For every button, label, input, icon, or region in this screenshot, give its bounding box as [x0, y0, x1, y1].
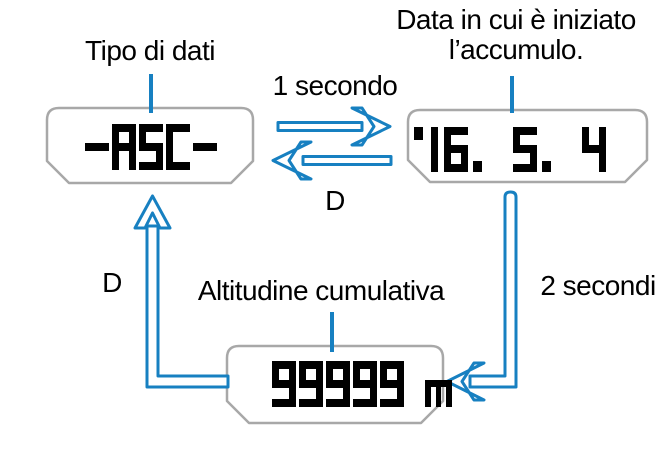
lcd-glyph	[272, 361, 296, 407]
label-start-date: Data in cui è iniziato l’accumulo.	[378, 5, 654, 65]
lcd-glyph	[582, 127, 606, 172]
arrow-left-icon	[271, 140, 313, 181]
arrow-right-icon	[350, 106, 392, 147]
lcd-text-data-type	[85, 124, 220, 170]
lcd-glyph	[427, 127, 440, 172]
label-button-d-left: D	[102, 267, 122, 298]
lcd-text-start-date	[414, 127, 610, 172]
lcd-glyph	[513, 127, 537, 172]
arrow-up-icon	[133, 194, 172, 230]
lcd-glyph	[541, 127, 552, 172]
lcd-glyph	[556, 127, 578, 172]
lcd-glyph	[380, 361, 404, 407]
lcd-glyph	[139, 124, 163, 170]
label-button-d-top: D	[325, 185, 345, 216]
lcd-glyph	[472, 127, 483, 172]
lcd-glyph	[299, 361, 323, 407]
lcd-glyph	[487, 127, 509, 172]
lcd-glyph	[85, 124, 109, 170]
lcd-glyph	[112, 124, 136, 170]
arrow-left-shaft	[301, 155, 393, 166]
lcd-glyph	[326, 361, 350, 407]
lcd-glyph	[407, 361, 422, 407]
arrow-right-shaft	[276, 121, 364, 132]
label-data-type: Tipo di dati	[85, 35, 215, 66]
lcd-glyph	[193, 124, 217, 170]
lcd-glyph	[414, 127, 423, 172]
lcd-glyph	[353, 361, 377, 407]
label-start-date-line1: Data in cui è iniziato	[396, 4, 636, 35]
label-two-seconds: 2 secondi	[540, 270, 656, 301]
lcd-glyph	[444, 127, 468, 172]
label-cumulative-altitude: Altitudine cumulativa	[197, 275, 445, 306]
lcd-glyph	[425, 361, 452, 407]
label-start-date-line2: l’accumulo.	[448, 34, 584, 65]
lcd-glyph	[166, 124, 190, 170]
arrow-up-band	[145, 224, 230, 389]
arrow-down-left-band	[468, 190, 518, 389]
label-one-second: 1 secondo	[272, 70, 398, 101]
lcd-text-cumulative-altitude	[272, 361, 455, 407]
